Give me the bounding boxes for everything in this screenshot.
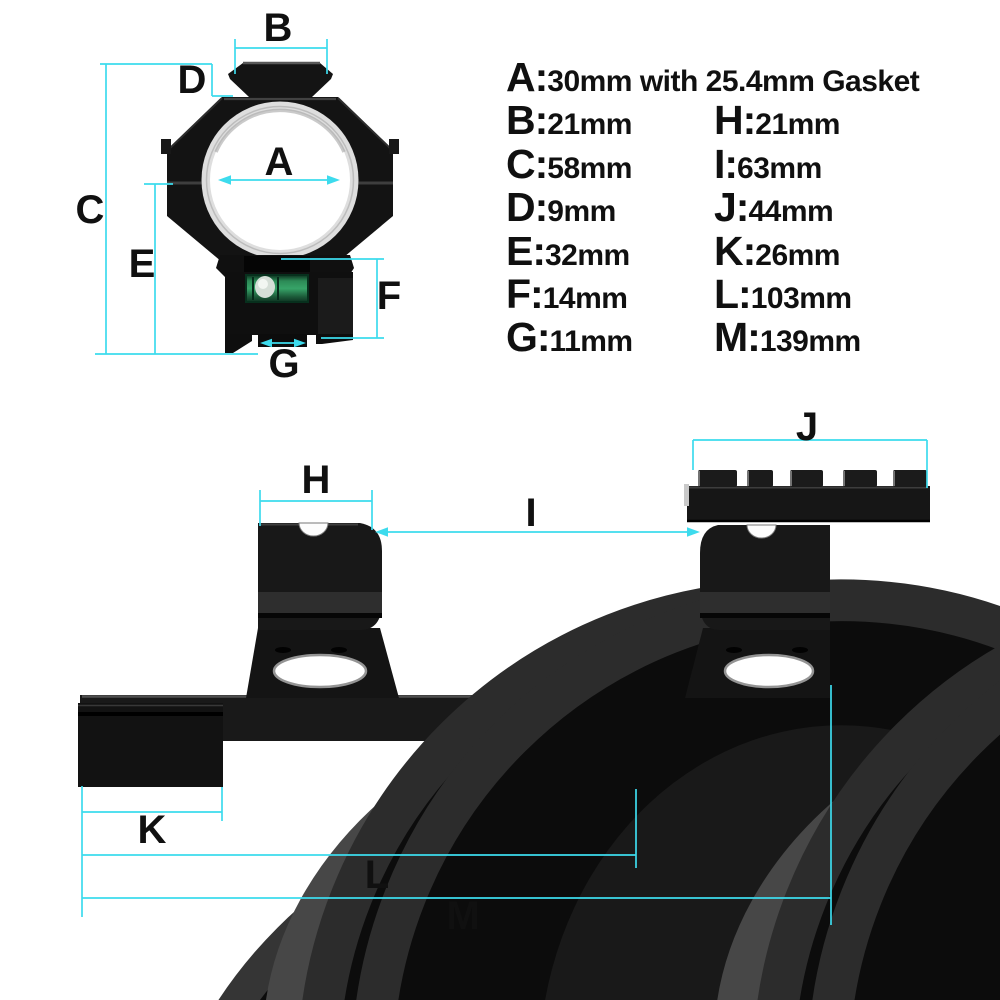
spec-row: B:21mm H:21mm (506, 97, 976, 143)
spec-value: 21mm (755, 108, 840, 142)
spec-letter: J: (714, 184, 749, 231)
spec-value: 63mm (737, 151, 822, 185)
spec-letter: G: (506, 314, 551, 361)
front-view-arrowheads (218, 175, 340, 348)
dim-label-d: D (177, 58, 207, 102)
spec-row: E:32mm K:26mm (506, 228, 976, 274)
rear-top-rail (684, 470, 930, 523)
spec-letter: D: (506, 184, 548, 231)
spec-value: 44mm (748, 195, 834, 229)
dim-m-line (82, 685, 832, 925)
spec-letter: K: (714, 227, 756, 274)
spec-letter: I: (714, 140, 738, 187)
dim-j-line (692, 439, 928, 488)
dim-label-i: I (525, 491, 537, 535)
spec-value: 30mm with 25.4mm Gasket (547, 65, 920, 98)
front-clamp-right-jaw (316, 334, 353, 344)
dim-label-e: E (128, 242, 156, 286)
dim-c-line (95, 63, 258, 355)
spec-value: 14mm (542, 281, 628, 315)
spec-letter: B: (506, 97, 548, 144)
front-side-screw-right (389, 139, 399, 154)
dim-h-line (259, 490, 373, 530)
side-view-arrowheads (375, 527, 700, 537)
front-rail-top (228, 63, 333, 97)
dim-l-line (82, 789, 637, 868)
spec-row: C:58mm I:63mm (506, 141, 976, 187)
spec-value: 58mm (547, 151, 632, 185)
spec-letter: F: (506, 270, 544, 317)
spec-value: 139mm (759, 325, 861, 359)
dim-label-c: C (75, 188, 105, 232)
dimension-spec-list: A:30mm with 25.4mm Gasket B:21mm H:21mm … (506, 54, 976, 360)
dim-label-h: H (301, 458, 331, 502)
spec-value: 9mm (547, 195, 616, 229)
spec-value: 32mm (545, 238, 630, 272)
front-side-screw-left (161, 139, 171, 154)
front-view-diagram (95, 39, 399, 355)
spec-letter: H: (714, 97, 756, 144)
left-clamp-block (78, 703, 1000, 1000)
dim-e-line (144, 183, 173, 354)
spec-row: D:9mm J:44mm (506, 184, 976, 230)
dim-label-f: F (376, 274, 402, 318)
spec-value: 11mm (549, 325, 634, 359)
front-view-dimension-lines (95, 39, 384, 355)
side-view-diagram (78, 439, 1000, 1000)
spec-letter: E: (506, 227, 546, 274)
dim-label-a: A (264, 140, 294, 184)
spec-letter: C: (506, 140, 548, 187)
front-riser-cutout (272, 653, 368, 689)
bubble-level (245, 274, 309, 303)
spec-letter: A: (506, 54, 548, 100)
dim-label-g: G (268, 342, 300, 386)
dim-label-k: K (137, 808, 167, 852)
rear-riser-cutout (723, 653, 815, 689)
dim-k-line (82, 787, 223, 821)
dim-label-j: J (795, 405, 819, 449)
spec-letter: L: (714, 270, 752, 317)
front-ring-assembly (246, 522, 1000, 1000)
dim-label-m: M (446, 894, 480, 938)
spec-row-a: A:30mm with 25.4mm Gasket (506, 54, 976, 100)
spec-value: 103mm (750, 281, 852, 315)
side-view-dimension-lines (81, 439, 928, 925)
spec-value: 26mm (755, 238, 840, 272)
spec-row: F:14mm L:103mm (506, 271, 976, 317)
dim-b-line (234, 39, 328, 74)
dim-label-l: L (364, 853, 390, 897)
spec-row: G:11mm M:139mm (506, 314, 976, 360)
front-clamp-left-jaw (225, 334, 252, 353)
spec-letter: M: (714, 314, 761, 361)
dim-label-b: B (263, 6, 293, 50)
spec-value: 21mm (547, 108, 632, 142)
dim-f-line (281, 258, 384, 339)
rear-ring-assembly (684, 470, 1000, 1000)
dim-d-line (211, 64, 233, 97)
